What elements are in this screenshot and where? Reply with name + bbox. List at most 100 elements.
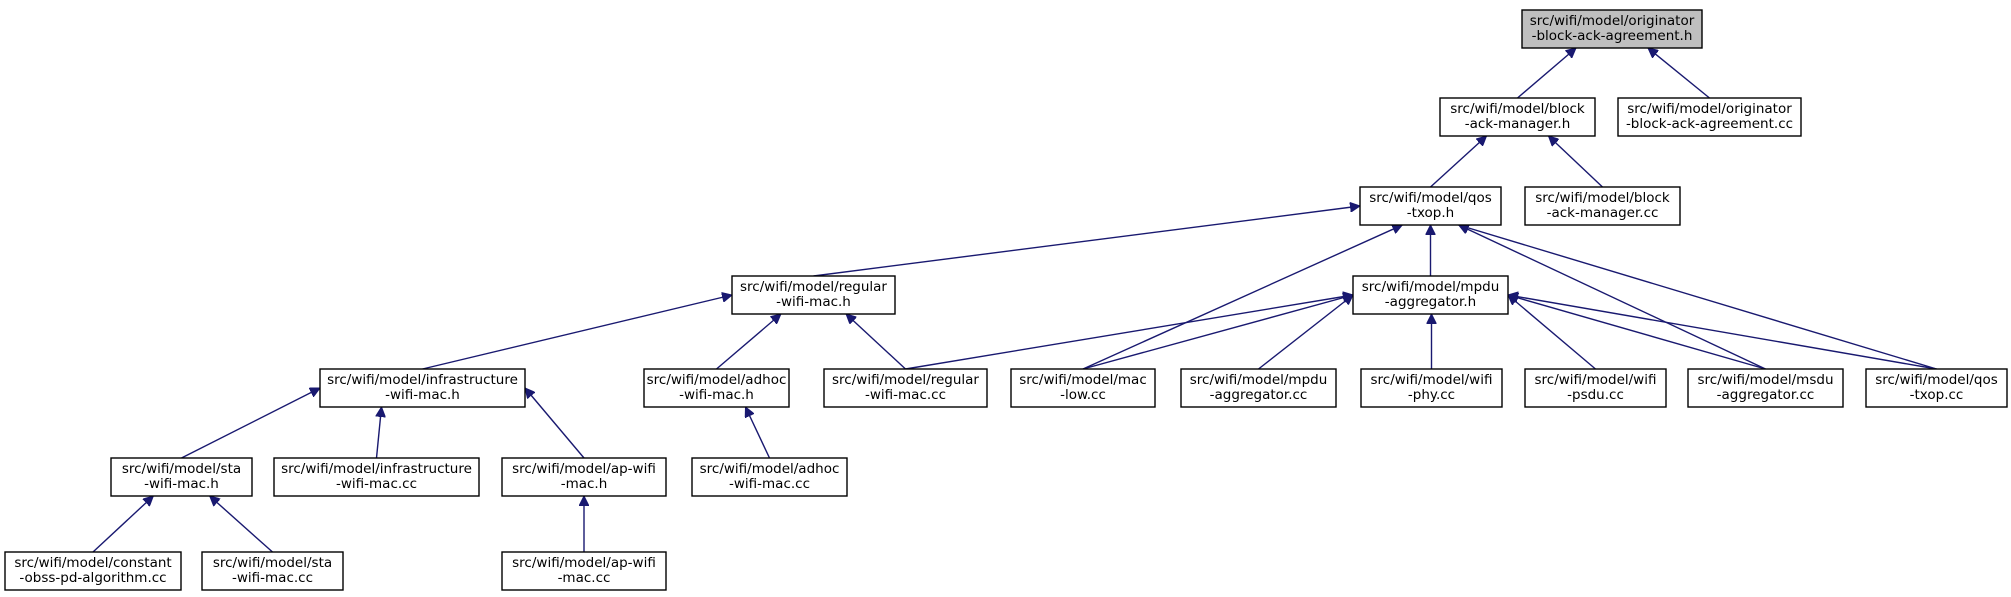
- node-box: [1865, 368, 2008, 408]
- node-label-line: src/wifi/model/adhoc: [647, 372, 787, 388]
- edge-infra_cc-to-infra_h: [377, 407, 382, 459]
- node-label-line: src/wifi/model/ap-wifi: [512, 461, 656, 477]
- node-ap-cc[interactable]: src/wifi/model/ap-wifi-mac.cc: [501, 551, 667, 591]
- node-box: [823, 368, 988, 408]
- node-qos-h[interactable]: src/wifi/model/qos-txop.h: [1359, 186, 1502, 226]
- node-const-cc[interactable]: src/wifi/model/constant-obss-pd-algorith…: [4, 551, 182, 591]
- node-box: [691, 457, 848, 497]
- node-label-line: src/wifi/model/mac: [1019, 372, 1147, 388]
- node-orig-cc[interactable]: src/wifi/model/originator-block-ack-agre…: [1617, 97, 1802, 137]
- node-label-line: -aggregator.cc: [1717, 387, 1815, 403]
- node-label-line: src/wifi/model/msdu: [1698, 372, 1834, 388]
- node-root[interactable]: src/wifi/model/originator-block-ack-agre…: [1521, 9, 1703, 49]
- node-label-line: -block-ack-agreement.h: [1532, 28, 1693, 44]
- node-label-line: -wifi-mac.cc: [336, 476, 417, 492]
- node-box: [1524, 368, 1667, 408]
- node-box: [1180, 368, 1337, 408]
- node-label-line: -block-ack-agreement.cc: [1626, 116, 1793, 132]
- node-label-line: -aggregator.h: [1385, 294, 1476, 310]
- node-label-line: -wifi-mac.cc: [232, 570, 313, 586]
- node-box: [1521, 9, 1703, 49]
- node-label-line: -txop.h: [1407, 205, 1454, 221]
- edge-maclow_cc-to-mpdu_h: [1082, 295, 1353, 370]
- node-label-line: src/wifi/model/qos: [1369, 190, 1492, 206]
- node-box: [1010, 368, 1156, 408]
- node-box: [110, 457, 253, 497]
- node-label-line: -mac.cc: [558, 570, 611, 586]
- node-label-line: src/wifi/model/block: [1450, 101, 1585, 117]
- node-label-line: src/wifi/model/block: [1535, 190, 1670, 206]
- edge-bam_h-to-root: [1517, 48, 1577, 99]
- node-msdu-cc[interactable]: src/wifi/model/msdu-aggregator.cc: [1687, 368, 1844, 408]
- node-label-line: src/wifi/model/ap-wifi: [512, 555, 656, 571]
- node-label-line: src/wifi/model/infrastructure: [327, 372, 518, 388]
- node-label-line: src/wifi/model/originator: [1627, 101, 1792, 117]
- edge-qos_cc-to-mpdu_h: [1508, 295, 1937, 370]
- node-label-line: src/wifi/model/sta: [213, 555, 332, 571]
- node-bam-cc[interactable]: src/wifi/model/block-ack-manager.cc: [1524, 186, 1681, 226]
- edge-qos_cc-to-qos_h: [1459, 225, 1937, 370]
- node-label-line: -wifi-mac.h: [776, 294, 851, 310]
- node-maclow-cc[interactable]: src/wifi/model/mac-low.cc: [1010, 368, 1156, 408]
- node-mpdu-h[interactable]: src/wifi/model/mpdu-aggregator.h: [1352, 275, 1509, 315]
- node-box: [1524, 186, 1681, 226]
- node-label-line: -wifi-mac.cc: [865, 387, 946, 403]
- node-label-line: -psdu.cc: [1567, 387, 1624, 403]
- edge-orig_cc-to-root: [1648, 48, 1710, 99]
- node-box: [4, 551, 182, 591]
- node-reg-h[interactable]: src/wifi/model/regular-wifi-mac.h: [731, 275, 896, 315]
- edge-sta_h-to-infra_h: [181, 387, 321, 459]
- node-box: [1439, 97, 1596, 137]
- node-label-line: src/wifi/model/sta: [122, 461, 241, 477]
- node-box: [1360, 368, 1503, 408]
- edge-adhoc_cc-to-adhoc_h: [746, 407, 771, 459]
- edge-qos_h-to-bam_h: [1430, 136, 1487, 188]
- node-bam-h[interactable]: src/wifi/model/block-ack-manager.h: [1439, 97, 1596, 137]
- node-box: [273, 457, 480, 497]
- node-label-line: -ack-manager.cc: [1547, 205, 1659, 221]
- node-infra-cc[interactable]: src/wifi/model/infrastructure-wifi-mac.c…: [273, 457, 480, 497]
- node-sta-h[interactable]: src/wifi/model/sta-wifi-mac.h: [110, 457, 253, 497]
- node-label-line: -ack-manager.h: [1465, 116, 1571, 132]
- node-box: [1359, 186, 1502, 226]
- node-box: [319, 368, 526, 408]
- node-infra-h[interactable]: src/wifi/model/infrastructure-wifi-mac.h: [319, 368, 526, 408]
- node-ap-h[interactable]: src/wifi/model/ap-wifi-mac.h: [501, 457, 667, 497]
- node-label-line: -wifi-mac.h: [385, 387, 460, 403]
- node-label-line: -phy.cc: [1408, 387, 1455, 403]
- node-qos-cc[interactable]: src/wifi/model/qos-txop.cc: [1865, 368, 2008, 408]
- node-box: [731, 275, 896, 315]
- node-label-line: src/wifi/model/mpdu: [1190, 372, 1328, 388]
- node-label-line: -wifi-mac.cc: [729, 476, 810, 492]
- edge-reg_cc-to-reg_h: [846, 314, 906, 370]
- node-label-line: src/wifi/model/originator: [1530, 13, 1695, 29]
- node-label-line: src/wifi/model/adhoc: [700, 461, 840, 477]
- node-label-line: -obss-pd-algorithm.cc: [19, 570, 166, 586]
- edge-bam_cc-to-bam_h: [1549, 136, 1603, 188]
- edge-maclow_cc-to-qos_h: [1082, 225, 1402, 370]
- node-label-line: -aggregator.cc: [1210, 387, 1308, 403]
- node-box: [501, 551, 667, 591]
- edge-const_cc-to-sta_h: [92, 496, 153, 553]
- node-adhoc-cc[interactable]: src/wifi/model/adhoc-wifi-mac.cc: [691, 457, 848, 497]
- edge-ap_h-to-infra_h: [525, 388, 585, 459]
- node-phy-cc[interactable]: src/wifi/model/wifi-phy.cc: [1360, 368, 1503, 408]
- edge-sta_cc-to-sta_h: [210, 496, 273, 553]
- node-label-line: src/wifi/model/wifi: [1535, 372, 1657, 388]
- edge-psdu_cc-to-mpdu_h: [1508, 295, 1596, 370]
- node-label-line: -mac.h: [561, 476, 608, 492]
- node-psdu-cc[interactable]: src/wifi/model/wifi-psdu.cc: [1524, 368, 1667, 408]
- node-adhoc-h[interactable]: src/wifi/model/adhoc-wifi-mac.h: [643, 368, 790, 408]
- node-label-line: -wifi-mac.h: [679, 387, 754, 403]
- edge-reg_h-to-qos_h: [813, 206, 1361, 277]
- node-box: [501, 457, 667, 497]
- edge-adhoc_h-to-reg_h: [716, 314, 781, 370]
- node-mpdu-cc[interactable]: src/wifi/model/mpdu-aggregator.cc: [1180, 368, 1337, 408]
- edge-msdu_cc-to-mpdu_h: [1508, 295, 1766, 370]
- node-label-line: -low.cc: [1060, 387, 1106, 403]
- node-sta-cc[interactable]: src/wifi/model/sta-wifi-mac.cc: [201, 551, 344, 591]
- node-reg-cc[interactable]: src/wifi/model/regular-wifi-mac.cc: [823, 368, 988, 408]
- node-box: [201, 551, 344, 591]
- node-label-line: -txop.cc: [1910, 387, 1964, 403]
